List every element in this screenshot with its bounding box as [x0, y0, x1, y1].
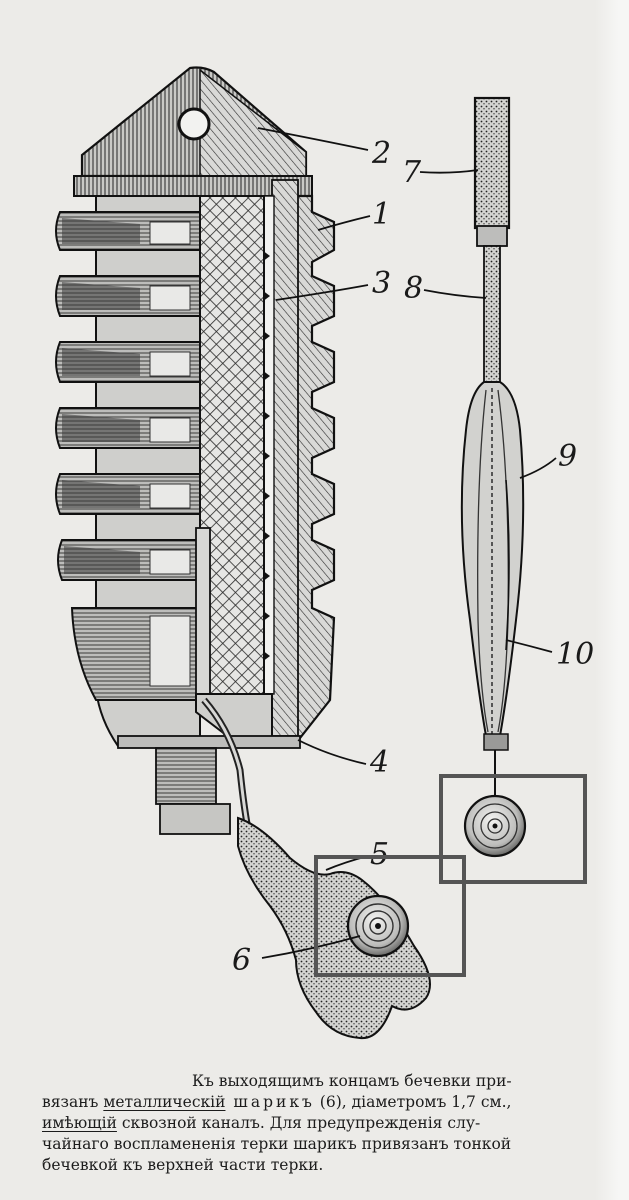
callout-numbers: 2 1 3 7 8 9 10 4 5 6 — [232, 136, 594, 978]
callout-7: 7 — [402, 155, 422, 190]
caption-line-3: имѣющій сквозной каналъ. Для предупрежде… — [42, 1113, 602, 1134]
callout-4: 4 — [369, 745, 389, 780]
callout-1: 1 — [372, 197, 391, 232]
caption-line-2-b: (6), діаметромъ 1,7 см., — [314, 1093, 512, 1111]
callout-3: 3 — [372, 266, 391, 301]
highlight-box-metal-ball — [314, 855, 466, 977]
callout-8: 8 — [404, 271, 423, 306]
caption-line-2-underlined: металлическій — [103, 1093, 226, 1111]
callout-9: 9 — [558, 439, 577, 474]
outer-wall-section — [261, 179, 336, 740]
caption-line-5: бечевкой къ верхней части терки. — [42, 1156, 324, 1174]
figure-caption: Къ выходящимъ концамъ бечевки при- вязан… — [42, 1071, 602, 1176]
metal-ball-6 — [346, 894, 410, 958]
scan-edge — [595, 0, 629, 1200]
callout-2: 2 — [371, 136, 391, 171]
caption-line-1: Къ выходящимъ концамъ бечевки при- — [192, 1072, 512, 1090]
grenade-diagram: 2 1 3 7 8 9 10 4 5 6 — [55, 66, 594, 1040]
callout-6: 6 — [232, 943, 251, 978]
caption-line-2-a: вязанъ — [42, 1093, 104, 1111]
friction-igniter — [460, 96, 527, 858]
caption-line-3-underlined: имѣющій — [42, 1114, 117, 1132]
caption-line-2-spaced: шарикъ — [225, 1093, 315, 1111]
small-ball — [463, 794, 527, 858]
leader-lines — [257, 127, 557, 959]
threaded-plug — [117, 735, 301, 835]
callout-5: 5 — [370, 837, 389, 872]
grenade-body — [55, 66, 336, 835]
cloth-wrap — [237, 816, 431, 1040]
caption-line-3-b: сквозной каналъ. Для предупрежденія слу- — [116, 1114, 481, 1132]
caption-line-4: чайнаго воспламененія терки шарикъ привя… — [42, 1135, 512, 1153]
caption-line-2: вязанъ металлическій шарикъ (6), діаметр… — [42, 1092, 602, 1113]
highlight-box-small-ball — [439, 774, 587, 884]
callout-10: 10 — [556, 637, 594, 672]
fragmentation-rings — [55, 195, 201, 747]
